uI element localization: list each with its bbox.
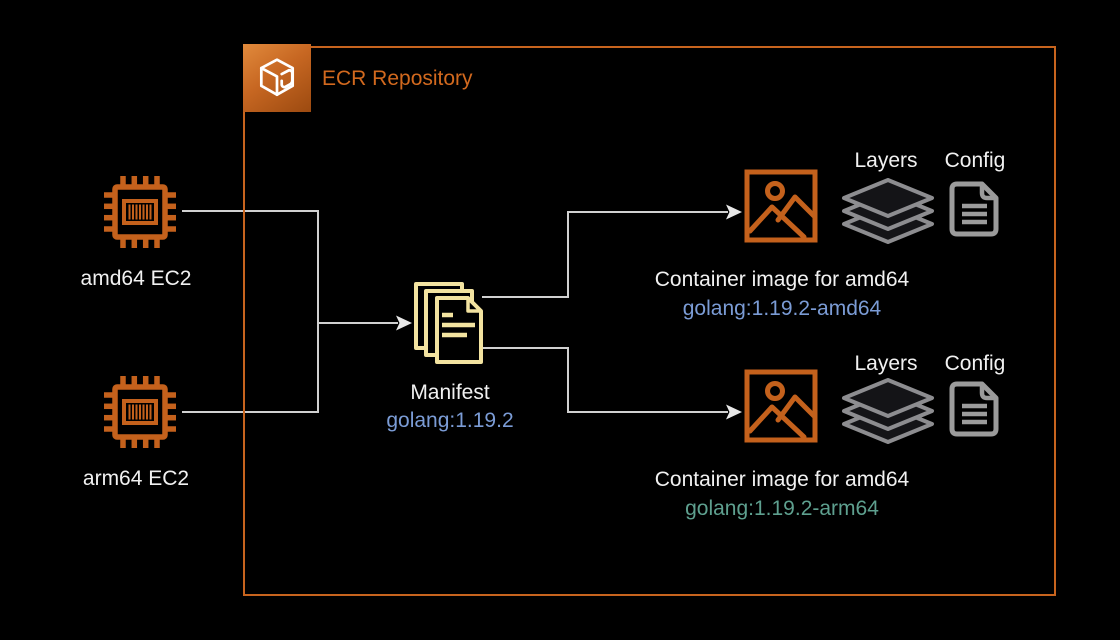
config-file-icon — [949, 381, 999, 437]
amd64-layers-node — [838, 178, 938, 246]
arm64-ec2-node — [94, 366, 186, 458]
arrowhead-to-arm64-image — [726, 404, 742, 420]
amd64-config-node — [949, 181, 999, 237]
amd64-layers-label: Layers — [854, 149, 918, 172]
connector-manifest-to-arm64-image-arrow — [482, 347, 728, 413]
arm64-layers-node — [838, 378, 938, 446]
cpu-chip-icon — [104, 176, 176, 248]
arrowhead-to-manifest — [396, 315, 412, 331]
amd64-container-image-node — [744, 169, 818, 243]
arm64-ec2-label: arm64 EC2 — [82, 467, 190, 490]
manifest-documents-icon — [414, 282, 483, 364]
manifest-tag: golang:1.19.2 — [386, 409, 514, 432]
container-image-icon — [744, 169, 818, 243]
ecr-repository-title: ECR Repository — [322, 67, 473, 90]
arm64-image-tag: golang:1.19.2-arm64 — [685, 497, 879, 520]
layers-stack-icon — [842, 178, 934, 244]
arm64-layers-label: Layers — [854, 352, 918, 375]
container-image-icon — [744, 369, 818, 443]
amd64-ec2-node — [94, 166, 186, 258]
arm64-image-label: Container image for amd64 — [654, 468, 910, 491]
ecr-repository-box — [243, 46, 1056, 596]
arm64-config-node — [949, 381, 999, 437]
ecr-repository-icon — [243, 44, 311, 112]
arrowhead-to-amd64-image — [726, 204, 742, 220]
manifest-label: Manifest — [410, 381, 490, 404]
amd64-config-label: Config — [944, 149, 1006, 172]
arm64-container-image-node — [744, 369, 818, 443]
amd64-image-tag: golang:1.19.2-amd64 — [682, 297, 882, 320]
arm64-config-label: Config — [944, 352, 1006, 375]
manifest-node — [411, 282, 483, 366]
config-file-icon — [949, 181, 999, 237]
layers-stack-icon — [842, 378, 934, 444]
cpu-chip-icon — [104, 376, 176, 448]
amd64-ec2-label: amd64 EC2 — [80, 267, 192, 290]
connector-manifest-to-amd64-image-arrow — [482, 211, 728, 298]
amd64-image-label: Container image for amd64 — [654, 268, 910, 291]
